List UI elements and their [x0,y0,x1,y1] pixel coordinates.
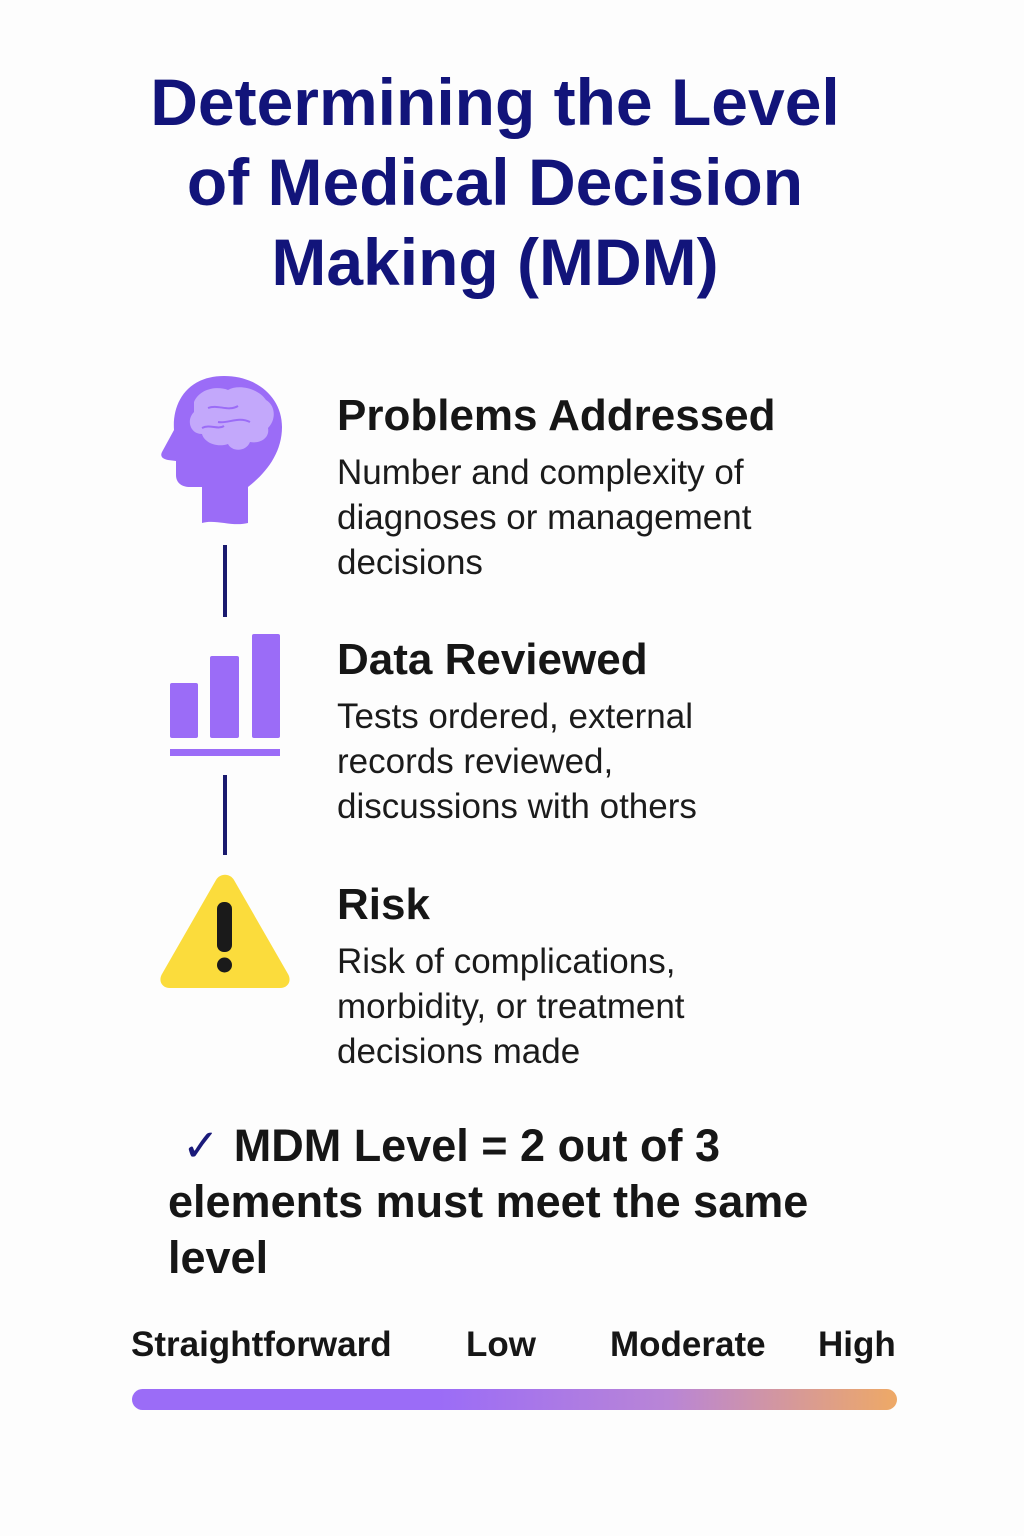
level-low: Low [466,1325,536,1364]
element-heading: Problems Addressed [337,391,776,440]
bar-chart-icon [170,634,280,756]
level-moderate: Moderate [610,1325,766,1364]
element-problems-addressed: Problems Addressed Number and complexity… [337,390,857,585]
element-description: Number and complexity of diagnoses or ma… [337,453,752,582]
mdm-summary: ✓MDM Level = 2 out of 3 elements must me… [168,1118,848,1286]
level-straightforward: Straightforward [131,1325,392,1364]
element-risk: Risk Risk of complications, morbidity, o… [337,879,857,1074]
warning-icon [160,874,290,988]
connector-line [223,775,227,855]
title-line-1: Determining the Level [150,65,840,139]
page-title: Determining the Level of Medical Decisio… [100,62,890,302]
level-high: High [818,1325,896,1364]
element-description: Tests ordered, external records reviewed… [337,697,697,826]
element-description: Risk of complications, morbidity, or tre… [337,942,685,1071]
level-gradient-bar [132,1389,897,1410]
element-heading: Data Reviewed [337,635,648,684]
element-data-reviewed: Data Reviewed Tests ordered, external re… [337,634,857,829]
connector-line [223,545,227,617]
title-line-2: of Medical Decision [186,145,804,219]
title-line-3: Making (MDM) [271,225,719,299]
brain-head-icon [161,376,282,525]
element-heading: Risk [337,880,430,929]
summary-text: MDM Level = 2 out of 3 elements must mee… [168,1120,809,1283]
checkmark-icon: ✓ [182,1120,220,1171]
